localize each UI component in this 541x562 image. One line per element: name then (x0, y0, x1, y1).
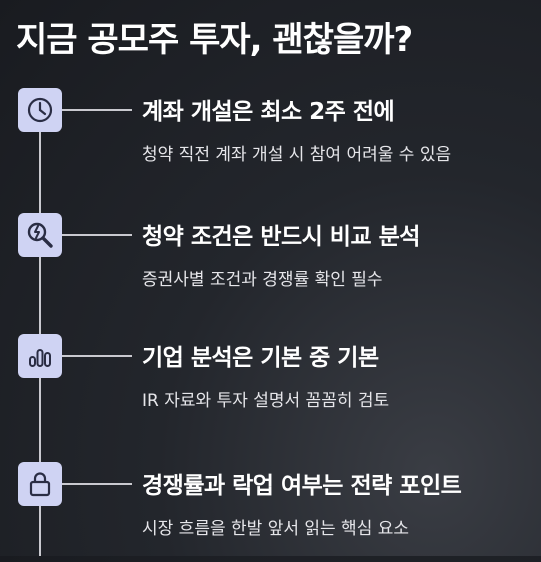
bar-chart-icon (18, 334, 62, 378)
item-title: 기업 분석은 기본 중 기본 (142, 345, 379, 371)
item-description: IR 자료와 투자 설명서 꼼꼼히 검토 (142, 391, 390, 411)
page-title: 지금 공모주 투자, 괜찮을까? (16, 20, 413, 60)
item-description: 증권사별 조건과 경쟁률 확인 필수 (142, 270, 383, 290)
connector-line (62, 234, 132, 236)
lock-icon (18, 462, 62, 506)
item-description: 시장 흐름을 한발 앞서 읽는 핵심 요소 (142, 519, 410, 539)
clock-icon (18, 88, 62, 132)
item-title: 청약 조건은 반드시 비교 분석 (142, 224, 420, 250)
connector-line (62, 355, 132, 357)
item-description: 청약 직전 계좌 개설 시 참여 어려울 수 있음 (142, 145, 452, 165)
item-title: 경쟁률과 락업 여부는 전략 포인트 (142, 473, 462, 499)
magnifier-icon (18, 213, 62, 257)
timeline-item-account: 계좌 개설은 최소 2주 전에 청약 직전 계좌 개설 시 참여 어려울 수 있… (0, 88, 541, 188)
timeline-item-lockup: 경쟁률과 락업 여부는 전략 포인트 시장 흐름을 한발 앞서 읽는 핵심 요소 (0, 462, 541, 562)
timeline-item-conditions: 청약 조건은 반드시 비교 분석 증권사별 조건과 경쟁률 확인 필수 (0, 213, 541, 313)
item-title: 계좌 개설은 최소 2주 전에 (142, 99, 395, 125)
connector-line (62, 109, 132, 111)
connector-line (62, 483, 132, 485)
timeline-item-company-analysis: 기업 분석은 기본 중 기본 IR 자료와 투자 설명서 꼼꼼히 검토 (0, 334, 541, 434)
